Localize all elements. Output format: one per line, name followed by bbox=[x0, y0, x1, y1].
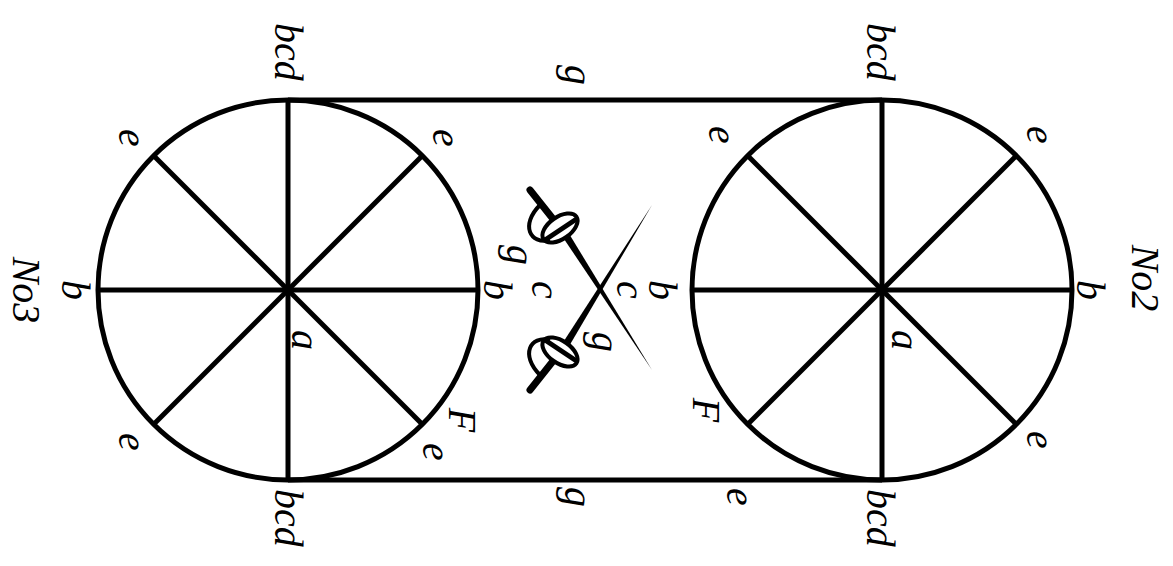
point-label: g bbox=[500, 245, 540, 265]
circle-outline bbox=[98, 100, 478, 480]
point-label: e bbox=[720, 488, 760, 506]
tangent-line bbox=[288, 98, 882, 103]
point-label: e bbox=[416, 443, 456, 461]
tangent-line bbox=[288, 478, 882, 483]
point-label: No2 bbox=[1125, 245, 1165, 312]
circle-outline bbox=[692, 100, 1072, 480]
point-label: e bbox=[1020, 431, 1060, 449]
point-label: g bbox=[558, 65, 598, 85]
point-label: b bbox=[55, 280, 95, 300]
point-label: c bbox=[525, 281, 565, 299]
point-label: bcd bbox=[860, 23, 900, 81]
point-label: No3 bbox=[6, 257, 46, 324]
point-label: e bbox=[702, 126, 742, 144]
point-label: bcd bbox=[268, 489, 308, 547]
point-label: g bbox=[558, 487, 598, 507]
circle-spokes bbox=[98, 100, 1072, 480]
point-label: b bbox=[1070, 280, 1110, 300]
point-label: F bbox=[686, 398, 726, 422]
point-label: e bbox=[112, 433, 152, 451]
point-label: e bbox=[1020, 126, 1060, 144]
point-label: c bbox=[610, 281, 650, 299]
point-label: g bbox=[585, 332, 625, 352]
point-label: bcd bbox=[860, 489, 900, 547]
point-label: a bbox=[885, 330, 925, 350]
point-label: b bbox=[477, 280, 517, 300]
point-label: a bbox=[285, 330, 325, 350]
point-label: F bbox=[442, 408, 482, 432]
sword bbox=[529, 190, 652, 370]
point-label: bcd bbox=[268, 23, 308, 81]
point-label: e bbox=[426, 129, 466, 147]
point-label: e bbox=[112, 129, 152, 147]
